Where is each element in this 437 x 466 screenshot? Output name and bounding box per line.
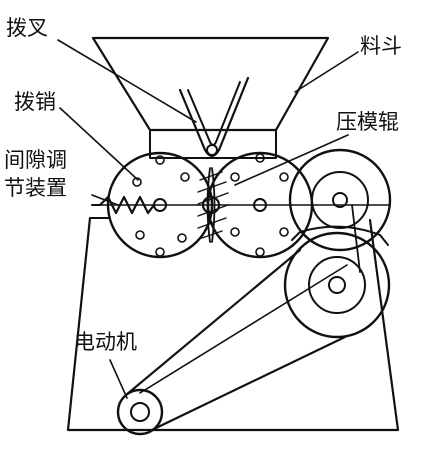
gear-upper-hub (311, 171, 369, 229)
label-motor: 电动机 (74, 330, 137, 354)
leader-press-roller (234, 134, 349, 186)
gear-upper (288, 148, 392, 252)
driven-pulley (283, 231, 391, 339)
label-gap-line1: 间隙调 (4, 148, 67, 172)
frame (66, 216, 400, 432)
motor-pulley-hub (130, 402, 150, 422)
pin-hole (177, 233, 187, 243)
fork-inner (187, 81, 241, 146)
leader-motor (109, 359, 128, 399)
leader-pin (59, 107, 139, 181)
die-hole (255, 153, 265, 163)
pin-hole (155, 155, 165, 165)
label-hopper: 料斗 (360, 34, 402, 58)
leader-fork (57, 39, 197, 123)
gear-upper-shaft (332, 192, 348, 208)
driven-pulley-shaft (328, 276, 346, 294)
leader-gap (91, 194, 119, 206)
die-hole (230, 172, 240, 182)
label-gap-line2: 节装置 (4, 176, 67, 200)
die-hole (279, 172, 289, 182)
label-fork: 拨叉 (6, 16, 48, 40)
die-hole (279, 227, 289, 237)
leader-lines (57, 39, 359, 399)
hopper (91, 36, 330, 132)
driven-pulley-hub (308, 256, 366, 314)
die-hole (255, 247, 265, 257)
pin-hole (155, 247, 165, 257)
motor-pulley (116, 388, 164, 436)
pin-hole (180, 172, 190, 182)
label-press-roller: 压模辊 (336, 110, 399, 134)
leader-hopper (294, 51, 359, 93)
fork-pin (206, 144, 218, 156)
pin-hole (135, 230, 145, 240)
drive-belt-lower (154, 335, 347, 430)
tension-arm (351, 204, 361, 273)
hopper-throat (149, 129, 277, 159)
label-pin: 拨销 (14, 90, 56, 114)
drive-belt-inner (139, 264, 348, 394)
die-hole (230, 227, 240, 237)
gear-link (291, 225, 389, 246)
drive-belt-upper (124, 248, 302, 397)
